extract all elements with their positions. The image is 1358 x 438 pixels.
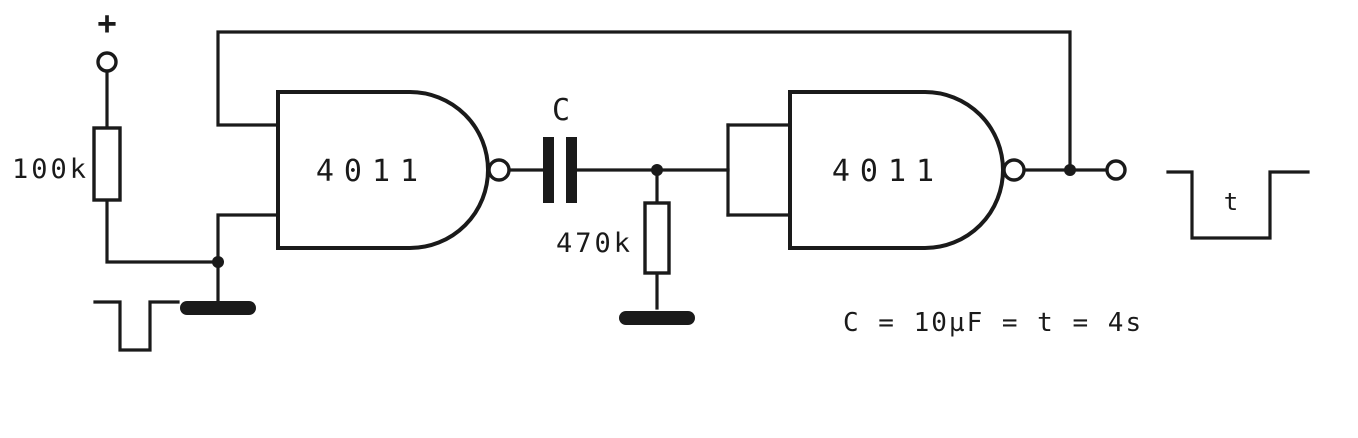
ground-symbol-470k <box>619 311 695 325</box>
supply-plus-label: + <box>97 4 116 42</box>
waveforms <box>93 170 1310 352</box>
junction-dot-timing <box>651 164 663 176</box>
wire-junction-to-gate1-input <box>216 213 280 264</box>
wire-feedback-loop <box>216 30 1072 172</box>
junction-dot-input <box>212 256 224 268</box>
nand-gate-1-label: 4011 <box>316 154 428 189</box>
nand-gate-1-body <box>276 90 490 250</box>
junction-dot-output <box>1064 164 1076 176</box>
resistor-470k-label: 470k <box>556 228 633 259</box>
capacitor-plate-right <box>566 137 577 203</box>
wire-resistor-to-junction <box>105 198 220 264</box>
nand-gate-2-body <box>788 90 1005 250</box>
nand-gate-1-inversion-bubble <box>487 158 511 182</box>
capacitor-plate-left <box>543 137 554 203</box>
output-pulse-width-label: t <box>1224 188 1238 216</box>
output-terminal-circle <box>1105 159 1127 181</box>
resistor-470k <box>643 201 671 275</box>
resistor-100k <box>92 126 122 202</box>
output-pulse-waveform <box>1166 170 1310 240</box>
capacitor-label: C <box>552 93 572 128</box>
timing-formula-label: C = 10µF = t = 4s <box>843 308 1143 338</box>
nand-gate-2-label: 4011 <box>832 154 944 189</box>
input-pulse-waveform <box>93 300 180 352</box>
resistor-100k-label: 100k <box>12 154 89 185</box>
supply-terminal-circle <box>96 51 118 73</box>
ground-symbol-input <box>180 301 256 315</box>
nand-gate-2-inversion-bubble <box>1002 158 1026 182</box>
